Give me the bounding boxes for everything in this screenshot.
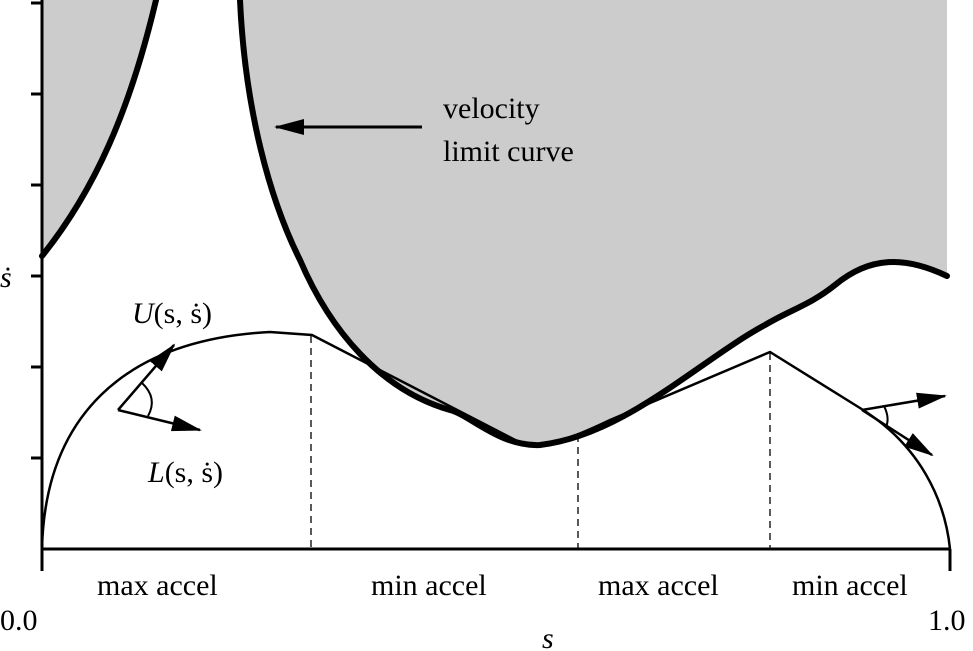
switch-lines	[310, 336, 771, 549]
lower-vector-label: L(s, ṡ)	[147, 456, 223, 489]
x-axis-label: s	[542, 622, 554, 651]
x-axis-start-label: 0.0	[0, 604, 38, 637]
vlc-label-line1: velocity	[443, 92, 540, 125]
lower-vector-arrow-right	[861, 408, 934, 457]
velocity-limit-curve-left	[39, 0, 159, 259]
lower-vector-arrow-left	[117, 408, 202, 432]
upper-label-args: (s, ṡ)	[154, 297, 212, 330]
y-axis-ticks	[31, 1, 42, 460]
infeasible-region-left	[42, 0, 156, 256]
infeasible-region-right	[240, 0, 947, 446]
upper-vector-label: U(s, ṡ)	[132, 297, 212, 330]
segment-label-1: max accel	[97, 569, 218, 602]
lower-label-name: L	[147, 456, 165, 489]
x-axis-end-label: 1.0	[928, 604, 966, 637]
optimal-trajectory	[40, 330, 952, 550]
y-axis-label: ṡ	[0, 261, 12, 294]
vlc-label-line2: limit curve	[443, 135, 574, 168]
upper-vector-arrow-right	[861, 392, 947, 412]
upper-label-name: U	[132, 297, 156, 330]
upper-vector-arrow-left	[117, 343, 176, 411]
segment-label-3: max accel	[598, 569, 719, 602]
cone-angle-arc-left	[141, 382, 153, 417]
cone-angle-arc-right	[883, 405, 889, 428]
segment-label-4: min accel	[792, 569, 908, 602]
lower-label-args: (s, ṡ)	[165, 456, 223, 489]
segment-label-2: min accel	[371, 569, 487, 602]
